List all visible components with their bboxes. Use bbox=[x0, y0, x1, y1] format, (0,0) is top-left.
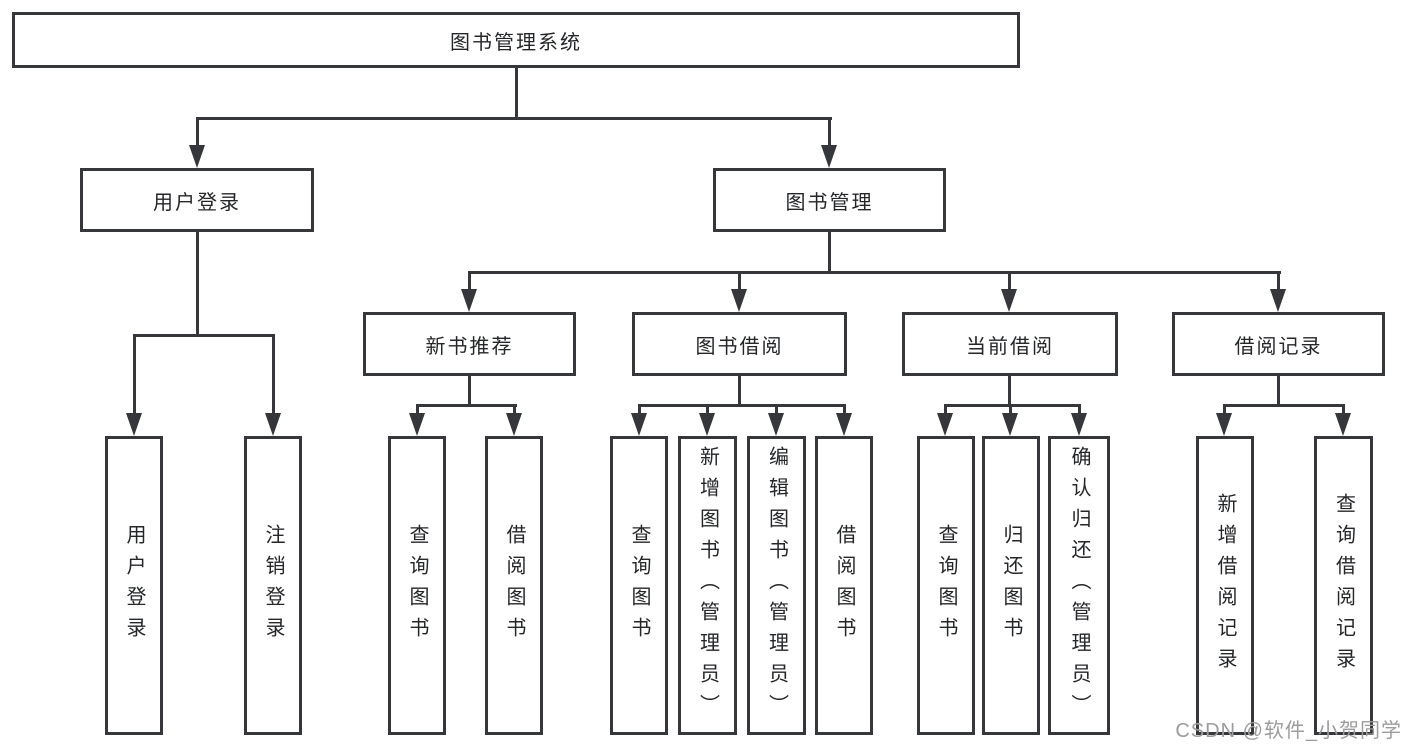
leaf-query-borrow-record: 查询借阅记录 bbox=[1314, 436, 1373, 735]
watermark-text: CSDN @软件_小贺同学 bbox=[1175, 720, 1402, 742]
leaf-borrow-books-recommend: 借阅图书 bbox=[485, 436, 543, 735]
node-label: 当前借阅 bbox=[966, 335, 1054, 358]
connector-v bbox=[1223, 404, 1226, 415]
node-label: 借阅记录 bbox=[1234, 335, 1323, 358]
connector-v bbox=[1078, 404, 1081, 415]
arrow-down-icon bbox=[189, 145, 205, 168]
connector-v bbox=[638, 404, 641, 415]
leaf-confirm-return-admin: 确认归还（管理员） bbox=[1048, 436, 1110, 735]
connector-v bbox=[738, 271, 741, 292]
arrow-down-icon bbox=[768, 413, 784, 436]
connector-v bbox=[1277, 376, 1280, 407]
node-label: 查询借阅记录 bbox=[1332, 492, 1355, 679]
arrow-down-icon bbox=[265, 413, 281, 436]
connector-v bbox=[1008, 376, 1011, 407]
arrow-down-icon bbox=[836, 413, 852, 436]
node-user-login: 用户登录 bbox=[80, 168, 314, 232]
arrow-down-icon bbox=[1002, 413, 1018, 436]
connector-v bbox=[1277, 271, 1280, 292]
arrow-down-icon bbox=[699, 413, 715, 436]
connector-v bbox=[272, 334, 275, 414]
connector-v bbox=[944, 404, 947, 415]
connector-v bbox=[843, 404, 846, 415]
arrow-down-icon bbox=[731, 289, 747, 312]
node-borrowing-records: 借阅记录 bbox=[1172, 312, 1385, 376]
connector-v bbox=[828, 232, 831, 274]
node-label: 图书借阅 bbox=[695, 335, 784, 358]
leaf-edit-books-admin: 编辑图书（管理员） bbox=[747, 436, 806, 735]
arrow-down-icon bbox=[1270, 289, 1286, 312]
leaf-query-books-current: 查询图书 bbox=[917, 436, 975, 735]
arrow-down-icon bbox=[409, 413, 425, 436]
connector-h bbox=[196, 117, 832, 120]
connector-v bbox=[1342, 404, 1345, 415]
connector-h bbox=[638, 404, 846, 407]
node-new-book-recommendation: 新书推荐 bbox=[363, 312, 576, 376]
node-current-borrowing: 当前借阅 bbox=[902, 312, 1118, 376]
arrow-down-icon bbox=[1335, 413, 1351, 436]
node-label: 查询图书 bbox=[406, 523, 428, 648]
leaf-user-login: 用户登录 bbox=[105, 436, 163, 735]
connector-v bbox=[133, 334, 136, 414]
connector-h bbox=[468, 271, 1281, 274]
arrow-down-icon bbox=[1216, 413, 1232, 436]
node-label: 图书管理 bbox=[785, 191, 874, 214]
connector-h bbox=[1223, 404, 1345, 407]
node-label: 查询图书 bbox=[628, 523, 650, 648]
connector-h bbox=[133, 334, 275, 337]
connector-h bbox=[944, 404, 1081, 407]
node-label: 新增借阅记录 bbox=[1214, 492, 1236, 679]
node-label: 借阅图书 bbox=[833, 523, 855, 648]
connector-v bbox=[775, 404, 778, 415]
connector-v bbox=[1009, 404, 1012, 415]
arrow-down-icon bbox=[631, 413, 647, 436]
connector-v bbox=[828, 117, 831, 148]
leaf-add-books-admin: 新增图书（管理员） bbox=[678, 436, 737, 735]
leaf-return-books: 归还图书 bbox=[982, 436, 1040, 735]
connector-v bbox=[416, 404, 419, 415]
node-label: 用户登录 bbox=[123, 523, 145, 648]
node-book-borrowing: 图书借阅 bbox=[632, 312, 847, 376]
node-label: 查询图书 bbox=[935, 523, 957, 648]
connector-v bbox=[196, 232, 199, 336]
node-label: 归还图书 bbox=[1000, 523, 1022, 648]
node-label: 注销登录 bbox=[262, 523, 284, 648]
node-label: 确认归还（管理员） bbox=[1068, 446, 1090, 725]
node-label: 图书管理系统 bbox=[450, 31, 582, 54]
leaf-query-books-recommend: 查询图书 bbox=[388, 436, 446, 735]
node-label: 新书推荐 bbox=[425, 335, 514, 358]
connector-v bbox=[468, 376, 471, 407]
node-label: 用户登录 bbox=[153, 191, 241, 214]
leaf-logout-login: 注销登录 bbox=[244, 436, 302, 735]
node-book-management: 图书管理 bbox=[713, 168, 946, 232]
connector-v bbox=[738, 376, 741, 407]
connector-v bbox=[468, 271, 471, 292]
connector-v bbox=[515, 68, 518, 119]
node-label: 新增图书（管理员） bbox=[696, 446, 719, 725]
leaf-borrow-books-borrowing: 借阅图书 bbox=[815, 436, 873, 735]
arrow-down-icon bbox=[821, 145, 837, 168]
arrow-down-icon bbox=[1001, 289, 1017, 312]
arrow-down-icon bbox=[126, 413, 142, 436]
node-label: 借阅图书 bbox=[503, 523, 525, 648]
arrow-down-icon bbox=[1071, 413, 1087, 436]
arrow-down-icon bbox=[506, 413, 522, 436]
arrow-down-icon bbox=[461, 289, 477, 312]
connector-v bbox=[706, 404, 709, 415]
arrow-down-icon bbox=[937, 413, 953, 436]
leaf-query-books-borrowing: 查询图书 bbox=[610, 436, 668, 735]
node-library-system: 图书管理系统 bbox=[12, 12, 1020, 68]
connector-v bbox=[196, 117, 199, 148]
leaf-add-borrow-record: 新增借阅记录 bbox=[1196, 436, 1254, 735]
connector-v bbox=[1008, 271, 1011, 292]
node-label: 编辑图书（管理员） bbox=[765, 446, 788, 725]
connector-h bbox=[416, 404, 517, 407]
connector-v bbox=[513, 404, 516, 415]
